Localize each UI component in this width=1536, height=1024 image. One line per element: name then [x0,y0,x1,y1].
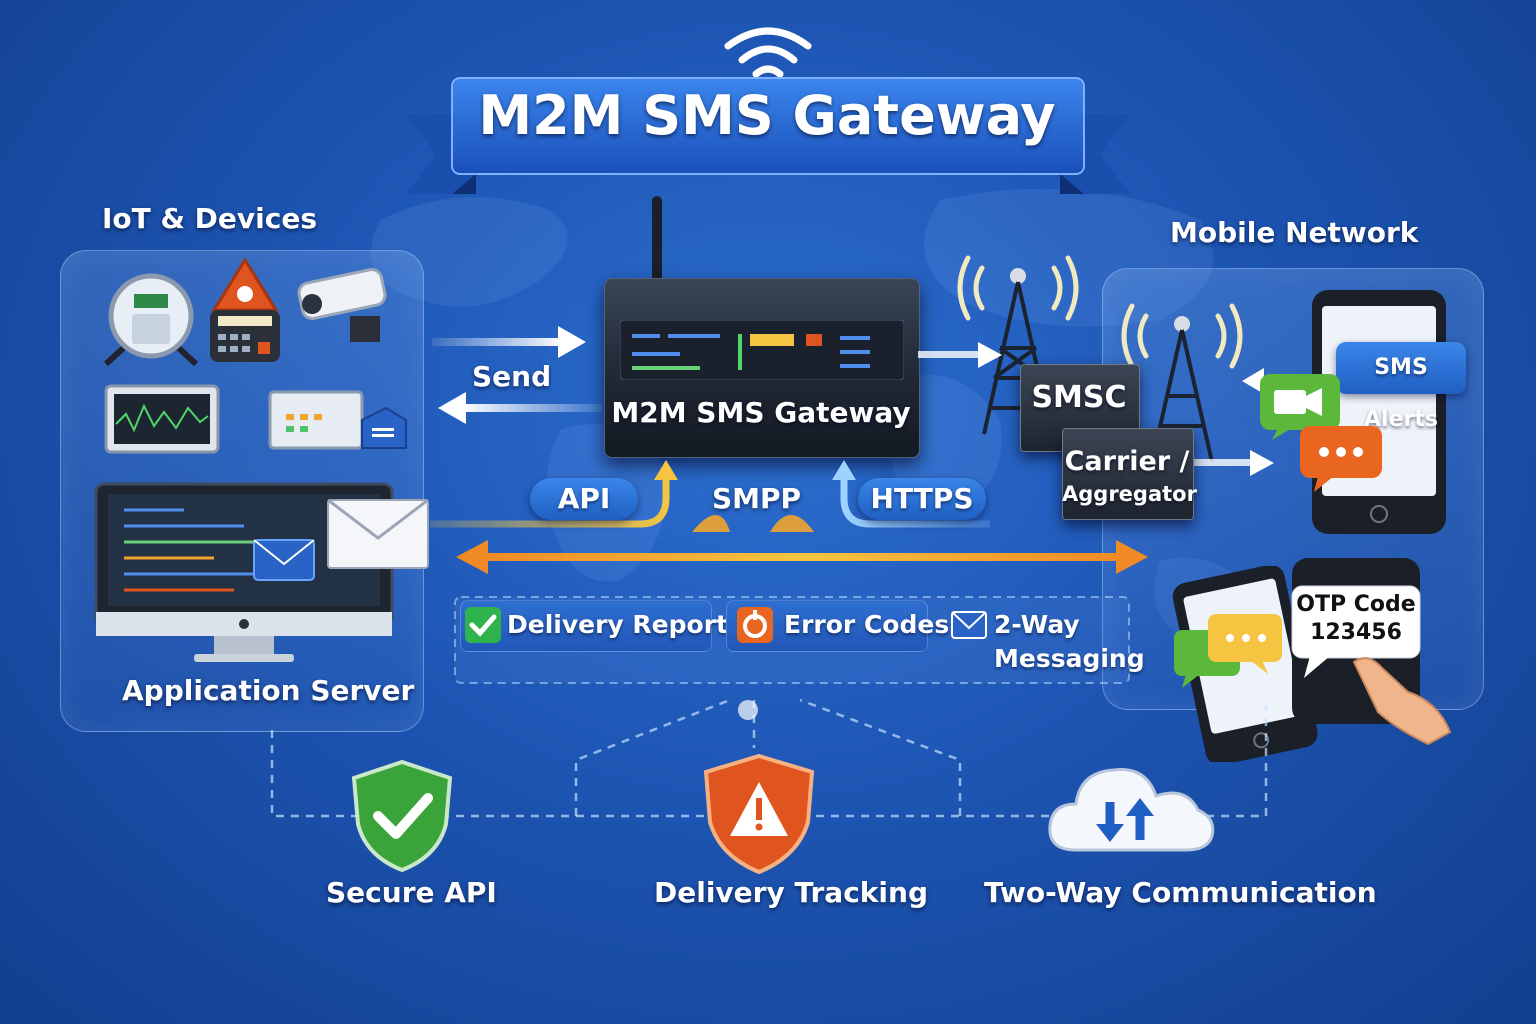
secure-shield-check-icon [348,758,456,874]
delivery-tracking-label: Delivery Tracking [654,876,928,909]
warning-shield-icon [700,752,818,876]
secure-api-label: Secure API [326,876,497,909]
cloud-sync-icon [1046,758,1216,854]
two-way-communication-label: Two-Way Communication [984,876,1377,909]
